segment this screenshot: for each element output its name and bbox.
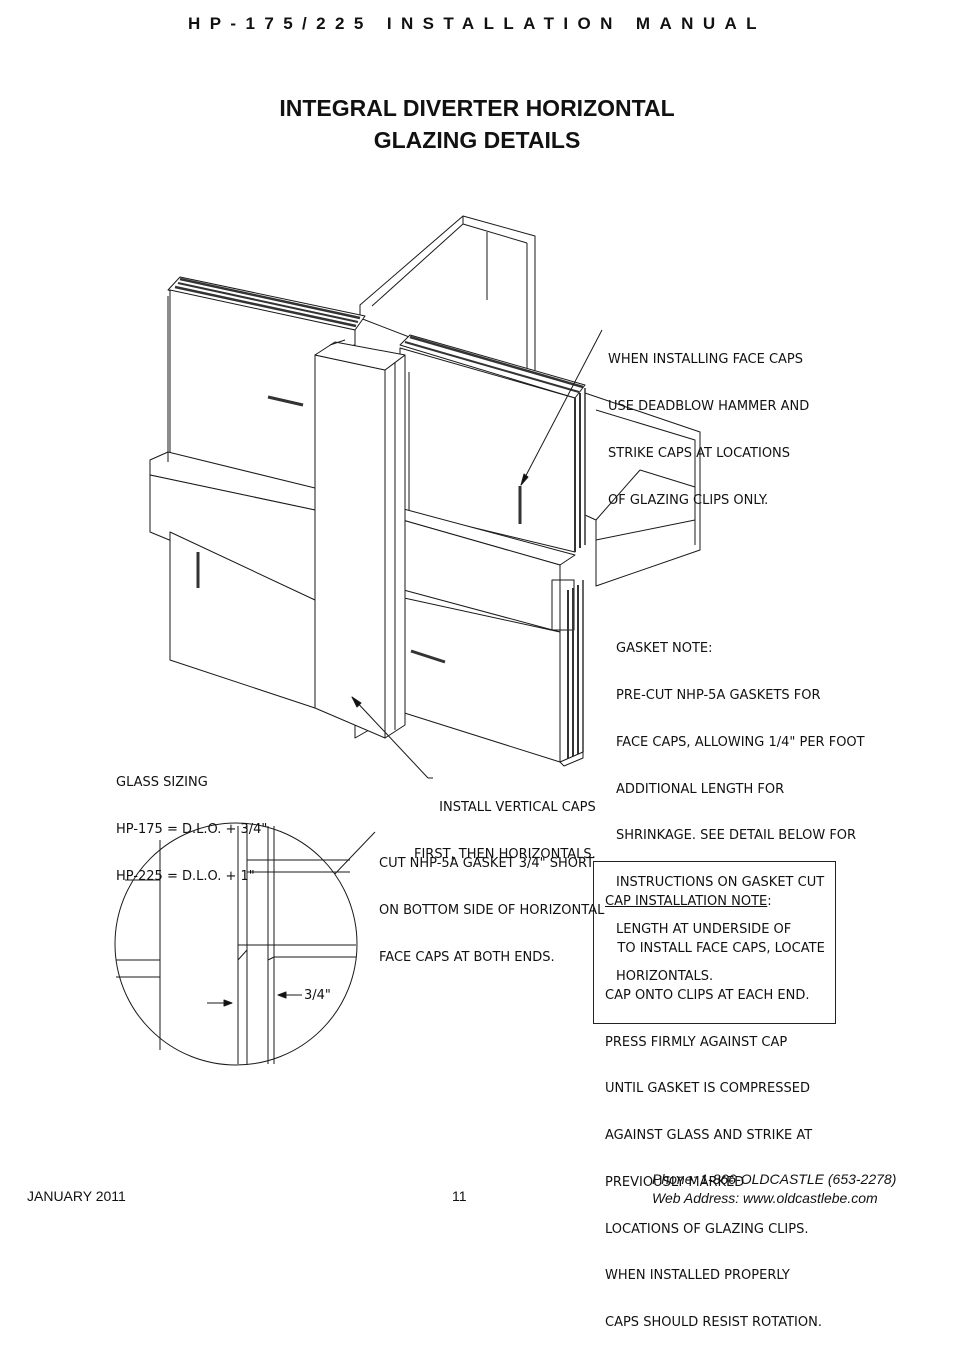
cap-installation-line: CAP ONTO CLIPS AT EACH END.	[605, 987, 810, 1003]
face-caps-note: WHEN INSTALLING FACE CAPS USE DEADBLOW H…	[608, 321, 809, 524]
cut-gasket-line: FACE CAPS AT BOTH ENDS.	[379, 949, 555, 965]
gasket-note-line: ADDITIONAL LENGTH FOR	[616, 781, 785, 797]
lower-right-glass	[394, 580, 584, 767]
cap-installation-note-box: CAP INSTALLATION NOTE: TO INSTALL FACE C…	[593, 861, 836, 1330]
gasket-note: GASKET NOTE: PRE-CUT NHP-5A GASKETS FOR …	[616, 610, 865, 1000]
cap-installation-line: CAPS SHOULD RESIST ROTATION.	[605, 1315, 822, 1331]
footer-phone: Phone: 1-866-OLDCASTLE (653-2278)	[652, 1171, 897, 1187]
cap-installation-line: WHEN INSTALLED PROPERLY	[605, 1268, 790, 1284]
face-caps-note-line: USE DEADBLOW HAMMER AND	[608, 398, 810, 414]
gasket-note-line: GASKET NOTE:	[616, 641, 713, 657]
gasket-note-line: HORIZONTALS.	[616, 968, 714, 984]
vertical-face-cap	[314, 339, 406, 739]
back-mullion-tube	[359, 215, 536, 381]
cap-installation-heading-text: CAP INSTALLATION NOTE	[605, 894, 768, 910]
cap-installation-line: PREVIOUSLY MARKED	[605, 1174, 745, 1190]
glazing-detail-drawing	[114, 215, 701, 1066]
face-caps-note-line: WHEN INSTALLING FACE CAPS	[608, 352, 804, 368]
page-title-line-2: GLAZING DETAILS	[373, 127, 581, 153]
upper-left-glass	[167, 276, 366, 506]
vertical-caps-line: INSTALL VERTICAL CAPS	[439, 800, 596, 816]
footer-date: JANUARY 2011	[27, 1188, 126, 1204]
upper-right-glass	[399, 334, 586, 553]
page-title-line-1: INTEGRAL DIVERTER HORIZONTAL	[279, 95, 675, 121]
glass-sizing-note: GLASS SIZING HP-175 = D.L.O. + 3/4" HP-2…	[116, 744, 267, 900]
cap-installation-line: PRESS FIRMLY AGAINST CAP	[605, 1034, 788, 1050]
gasket-note-line: LENGTH AT UNDERSIDE OF	[616, 921, 792, 937]
gasket-cut-detail-circle	[114, 822, 358, 1066]
cap-installation-heading-colon: :	[767, 894, 772, 910]
cap-installation-line: UNTIL GASKET IS COMPRESSED	[605, 1081, 810, 1097]
cut-gasket-line: CUT NHP-5A GASKET 3/4" SHORT	[379, 856, 595, 872]
footer-contact: Phone: 1-866-OLDCASTLE (653-2278) Web Ad…	[652, 1170, 896, 1208]
glass-sizing-line: HP-175 = D.L.O. + 3/4"	[116, 821, 268, 837]
glass-sizing-line: GLASS SIZING	[116, 775, 208, 791]
face-caps-note-line: OF GLAZING CLIPS ONLY.	[608, 492, 769, 508]
cap-installation-heading: CAP INSTALLATION NOTE:	[605, 894, 835, 910]
cut-gasket-note: CUT NHP-5A GASKET 3/4" SHORT ON BOTTOM S…	[379, 825, 604, 981]
vertical-caps-line: FIRST, THEN HORIZONTALS.	[414, 846, 596, 862]
glazing-clip-markers	[196, 395, 522, 664]
face-caps-note-line: STRIKE CAPS AT LOCATIONS	[608, 445, 791, 461]
gasket-note-line: FACE CAPS, ALLOWING 1/4" PER FOOT	[616, 734, 865, 750]
page-title: INTEGRAL DIVERTER HORIZONTAL GLAZING DET…	[0, 92, 954, 156]
gasket-note-line: SHRINKAGE. SEE DETAIL BELOW FOR	[616, 828, 857, 844]
dimension-label: 3/4"	[304, 988, 331, 1003]
cap-installation-line: AGAINST GLASS AND STRIKE AT	[605, 1128, 813, 1144]
cap-installation-line: LOCATIONS OF GLAZING CLIPS.	[605, 1221, 809, 1237]
glass-sizing-line: HP-225 = D.L.O. + 1"	[116, 868, 255, 884]
cut-gasket-line: ON BOTTOM SIDE OF HORIZONTAL	[379, 902, 605, 918]
manual-header: HP-175/225 INSTALLATION MANUAL	[188, 14, 766, 33]
vertical-caps-note: INSTALL VERTICAL CAPS FIRST, THEN HORIZO…	[414, 769, 596, 878]
footer-page-number: 11	[452, 1188, 467, 1204]
gasket-note-line: INSTRUCTIONS ON GASKET CUT	[616, 875, 825, 891]
footer-web: Web Address: www.oldcastlebe.com	[652, 1190, 878, 1206]
cap-installation-line: TO INSTALL FACE CAPS, LOCATE	[605, 940, 825, 956]
gasket-note-line: PRE-CUT NHP-5A GASKETS FOR	[616, 687, 821, 703]
